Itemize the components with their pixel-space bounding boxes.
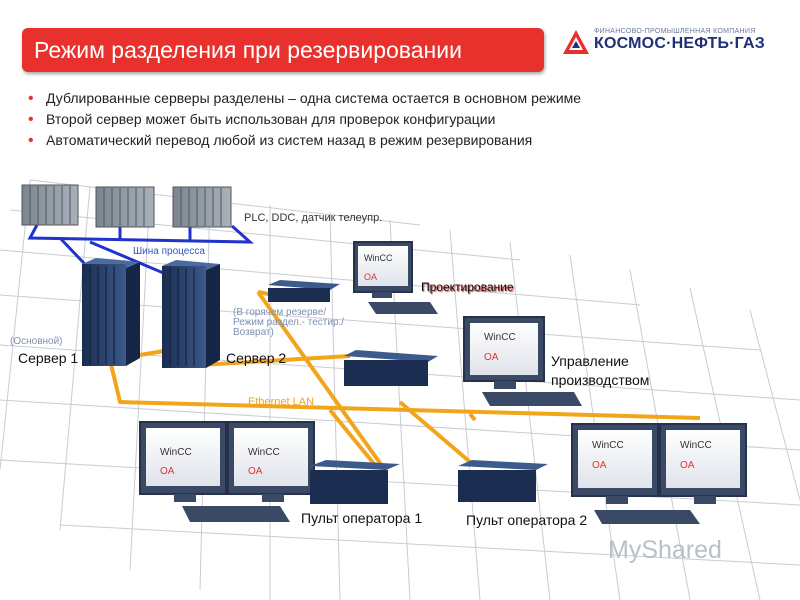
monitor-title: WinCC [248,447,280,458]
monitor-title: WinCC [160,447,192,458]
watermark-text: MyShared [608,536,722,564]
logo-caption: ФИНАНСОВО-ПРОМЫШЛЕННАЯ КОМПАНИЯ [594,28,756,35]
server-2 [162,260,220,368]
monitor-sub: OA [680,460,695,471]
bullet-item: Дублированные серверы разделены – одна с… [28,88,581,109]
server2-note-line: Режим раздел.- тестир./ [233,317,345,328]
slide-title: Режим разделения при резервировании [34,36,462,63]
plc-rack [172,186,232,228]
server1-status: (Основной) [10,336,63,347]
server2-note-line: Возврат) [233,327,274,338]
management-station: WinCC OA [344,316,582,406]
server2-note-line: (В горячем резерве/ [233,307,327,318]
plc-rack [95,186,155,228]
server2-label: Сервер 2 [226,350,287,366]
engineering-label: Проектирование [421,280,514,294]
slide-title-bar: Режим разделения при резервировании [22,28,544,72]
management-label-line: Управление [551,353,629,369]
monitor-sub: OA [364,272,377,282]
company-logo-icon [563,30,589,54]
monitor-title: WinCC [484,332,516,343]
server2-note: (В горячем резерве/ Режим раздел.- тести… [233,308,344,338]
operator-console-1: WinCC OA WinCC OA [139,421,400,522]
ethernet-lan [108,290,701,472]
process-bus-label: Шина процесса [133,246,205,257]
server1-label: Сервер 1 [18,350,79,366]
bullet-item: Автоматический перевод любой из систем н… [28,130,581,151]
monitor-sub: OA [592,460,607,471]
monitor-sub: OA [484,352,499,363]
bullet-item: Второй сервер может быть использован для… [28,109,581,130]
console2-label: Пульт оператора 2 [466,512,588,528]
server-1 [82,258,140,366]
network-diagram: WinCC OA WinCC OA WinCC OA WinCC OA [0,179,800,600]
plc-rack [21,184,79,226]
logo-name: КОСМОС·НЕФТЬ·ГАЗ [594,35,765,52]
monitor-title: WinCC [680,440,712,451]
operator-console-2: WinCC OA WinCC OA [458,423,747,524]
plc-label: PLC, DDC, датчик телеупр. [244,212,383,224]
console1-label: Пульт оператора 1 [301,510,423,526]
bullet-list: Дублированные серверы разделены – одна с… [28,88,581,151]
ethernet-label: Ethernet LAN [248,396,315,408]
monitor-sub: OA [160,466,175,477]
company-logo: ФИНАНСОВО-ПРОМЫШЛЕННАЯ КОМПАНИЯ КОСМОС·Н… [562,26,792,60]
watermark: MyShared [608,536,722,565]
engineering-station: WinCC OA [268,241,438,314]
monitor-title: WinCC [364,253,393,263]
monitor-sub: OA [248,466,263,477]
monitor-title: WinCC [592,440,624,451]
management-label: Управление производством [551,352,649,390]
management-label-line: производством [551,372,650,388]
